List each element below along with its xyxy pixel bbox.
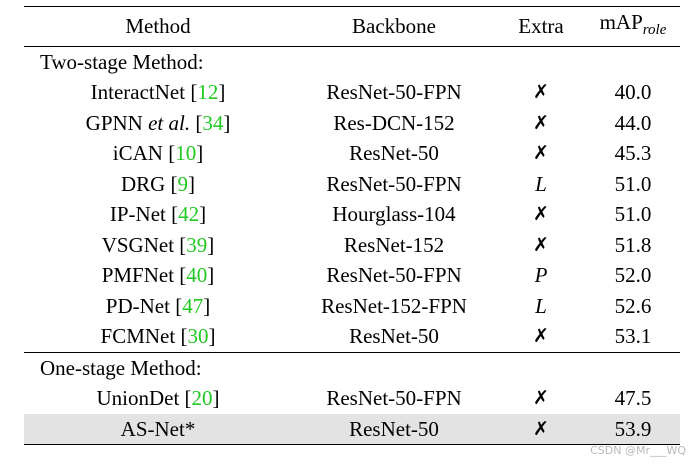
method-name: PD-Net: [105, 293, 176, 318]
table-row: DRG [9] ResNet-50-FPN L 51.0: [24, 169, 680, 200]
method-cell: AS-Net*: [24, 413, 292, 445]
method-cell: InteractNet [12]: [90, 80, 226, 104]
backbone-cell: ResNet-50-FPN: [326, 386, 462, 410]
table-row: VSGNet [39] ResNet-152 ✗ 51.8: [24, 230, 680, 261]
method-cell: IP-Net [42]: [109, 202, 207, 226]
method-cell: FCMNet [30]: [100, 324, 216, 348]
map-cell: 53.9: [586, 413, 680, 445]
extra-cross-mark: ✗: [533, 387, 549, 409]
map-cell: 52.0: [614, 263, 652, 287]
section-title: Two-stage Method:: [40, 49, 204, 74]
backbone-cell: ResNet-50-FPN: [326, 171, 462, 196]
backbone-cell: ResNet-152: [343, 232, 445, 257]
map-cell: 51.8: [614, 232, 652, 257]
method-name: VSGNet: [101, 232, 180, 257]
extra-cross-mark: ✗: [533, 325, 549, 347]
map-cell: 52.6: [614, 293, 652, 318]
backbone-cell: Res-DCN-152: [333, 110, 455, 135]
method-name: AS-Net*: [120, 416, 196, 441]
method-name: IP-Net: [109, 202, 172, 226]
method-name: GPNN: [85, 110, 149, 135]
table-row: PMFNet [40] ResNet-50-FPN P 52.0: [24, 260, 680, 291]
method-name: DRG: [120, 171, 171, 196]
extra-cross-mark: ✗: [496, 413, 586, 445]
map-cell: 51.0: [614, 202, 652, 226]
table-row: iCAN [10] ResNet-50 ✗ 45.3: [24, 138, 680, 169]
citation-link[interactable]: 42: [178, 202, 200, 226]
citation-link[interactable]: 30: [187, 324, 209, 348]
table-body: Two-stage Method: InteractNet [12] ResNet-…: [24, 46, 680, 445]
section-header-row: One-stage Method:: [24, 352, 680, 383]
map-cell: 44.0: [614, 110, 652, 135]
citation-link[interactable]: 10: [175, 141, 197, 165]
citation-link[interactable]: 20: [191, 386, 213, 410]
results-table: Method Backbone Extra mAProle Two-stage …: [24, 6, 680, 445]
method-cell: VSGNet [39]: [101, 232, 215, 257]
extra-cross-mark: ✗: [533, 111, 549, 134]
map-cell: 45.3: [614, 141, 652, 165]
map-cell: 40.0: [614, 80, 652, 104]
citation-link[interactable]: 12: [197, 80, 219, 104]
backbone-cell: ResNet-50: [292, 413, 496, 445]
header-row: Method Backbone Extra mAProle: [24, 6, 680, 47]
header-method: Method: [125, 14, 191, 38]
method-cell: UnionDet [20]: [96, 386, 220, 410]
header-map-subscript: role: [642, 22, 667, 38]
backbone-cell: ResNet-50: [349, 324, 439, 348]
table-row: InteractNet [12] ResNet-50-FPN ✗ 40.0: [24, 77, 680, 108]
extra-cross-mark: ✗: [533, 203, 549, 225]
watermark: CSDN @Mr___WQ: [590, 444, 686, 457]
citation-link[interactable]: 40: [186, 263, 208, 287]
method-name: InteractNet: [90, 80, 191, 104]
table-row: IP-Net [42] Hourglass-104 ✗ 51.0: [24, 199, 680, 230]
section-header-row: Two-stage Method:: [24, 46, 680, 77]
backbone-cell: ResNet-50-FPN: [326, 80, 462, 104]
backbone-cell: Hourglass-104: [332, 202, 456, 226]
method-name: PMFNet: [101, 263, 180, 287]
method-name: FCMNet: [100, 324, 181, 348]
backbone-cell: ResNet-50-FPN: [326, 263, 462, 287]
section-title: One-stage Method:: [40, 355, 202, 380]
extra-cross-mark: ✗: [533, 233, 549, 256]
header-extra: Extra: [518, 14, 564, 38]
method-cell: PMFNet [40]: [101, 263, 215, 287]
header-map-main: mAP: [599, 10, 643, 34]
extra-cell: L: [535, 171, 547, 196]
map-cell: 47.5: [614, 386, 652, 410]
table-row: UnionDet [20] ResNet-50-FPN ✗ 47.5: [24, 383, 680, 414]
citation-link[interactable]: 47: [182, 293, 204, 318]
extra-cell: P: [534, 263, 548, 287]
citation-link[interactable]: 39: [186, 232, 208, 257]
citation-link[interactable]: 9: [177, 171, 189, 196]
table-row: FCMNet [30] ResNet-50 ✗ 53.1: [24, 321, 680, 352]
backbone-cell: ResNet-50: [349, 141, 439, 165]
header-map: mAProle: [586, 7, 680, 47]
map-cell: 53.1: [614, 324, 652, 348]
header-backbone: Backbone: [352, 14, 436, 38]
citation-link[interactable]: 34: [202, 110, 224, 135]
backbone-cell: ResNet-152-FPN: [321, 293, 467, 318]
method-name-italic: et al.: [148, 110, 191, 135]
extra-cell: L: [535, 293, 547, 318]
method-cell: iCAN [10]: [112, 141, 204, 165]
table-row: GPNN et al. [34] Res-DCN-152 ✗ 44.0: [24, 108, 680, 139]
extra-cross-mark: ✗: [533, 142, 549, 164]
method-cell: PD-Net [47]: [105, 293, 211, 318]
method-cell: DRG [9]: [120, 171, 196, 196]
table-row: PD-Net [47] ResNet-152-FPN L 52.6: [24, 291, 680, 322]
method-name: iCAN: [112, 141, 169, 165]
extra-cross-mark: ✗: [533, 81, 549, 103]
map-cell: 51.0: [614, 171, 652, 196]
table-row: AS-Net* ResNet-50✗53.9: [24, 413, 680, 445]
method-name: UnionDet: [96, 386, 185, 410]
method-cell: GPNN et al. [34]: [85, 110, 231, 135]
